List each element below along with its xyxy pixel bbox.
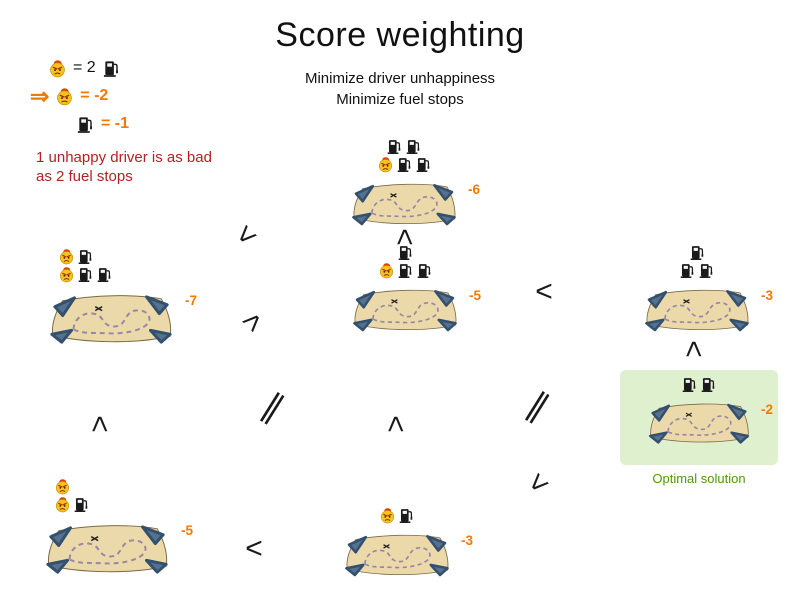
solution-icons [642, 376, 756, 393]
note-line-1: 1 unhappy driver is as bad [36, 149, 212, 166]
optimal-solution-box: -2 [620, 370, 778, 465]
fuel-icon [102, 59, 121, 78]
comparison-operator: < [234, 303, 271, 340]
comparison-operator: < [520, 465, 557, 502]
solution-icons [346, 244, 464, 279]
fuel-icon [73, 496, 90, 513]
fuel-icon [689, 244, 706, 261]
legend-row-fuel-weight: = -1 [76, 110, 212, 138]
solution-middle-right: -3 [638, 244, 773, 334]
solution-icons [338, 507, 456, 524]
fuel-icon [698, 262, 715, 279]
solution-score: -5 [469, 288, 482, 304]
fuel-icon [386, 138, 403, 155]
legend-note: 1 unhappy driver is as bad as 2 fuel sto… [36, 148, 212, 186]
page-title: Score weighting [275, 16, 525, 54]
goal-line-2: Minimize fuel stops [336, 91, 464, 108]
route-map [345, 176, 463, 228]
goal-line-1: Minimize driver unhappiness [304, 70, 496, 87]
comparison-operator: < [388, 228, 421, 246]
solution-optimal: -2 [642, 376, 773, 446]
legend-row-rate: = 2 [48, 54, 212, 82]
arrow-icon: ⇒ [30, 82, 50, 109]
solution-bottom-left: -5 [38, 478, 193, 577]
driver-icon [58, 248, 75, 265]
solution-icons [42, 248, 180, 283]
driver-icon [378, 262, 395, 279]
comparison-operator: < [535, 275, 553, 308]
driver-icon [54, 496, 71, 513]
fuel-icon [77, 248, 94, 265]
fuel-icon [681, 376, 698, 393]
fuel-icon [415, 156, 432, 173]
comparison-operator: < [228, 217, 265, 254]
comparison-operator: < [677, 340, 710, 358]
legend-row-driver-weight: ⇒ = -2 [30, 82, 212, 110]
fuel-icon [396, 156, 413, 173]
route-map [42, 286, 180, 347]
solution-middle-left: -7 [42, 248, 197, 347]
route-map [346, 282, 464, 334]
comparison-operator: < [379, 415, 412, 433]
solution-icons [38, 478, 176, 513]
fuel-icon [405, 138, 422, 155]
driver-icon [55, 87, 74, 106]
route-map [338, 527, 456, 579]
comparison-operator: < [83, 415, 116, 433]
fuel-icon [96, 266, 113, 283]
route-map [642, 396, 756, 446]
legend-fuel-weight: = -1 [101, 115, 130, 132]
fuel-icon [398, 507, 415, 524]
fuel-icon [397, 244, 414, 261]
driver-icon [377, 156, 394, 173]
legend-driver-rate: = 2 [73, 59, 96, 76]
solution-bottom-center: -3 [338, 507, 473, 579]
fuel-icon [77, 266, 94, 283]
legend-driver-weight: = -2 [80, 87, 109, 104]
incomparable-operator: ∥ [255, 386, 291, 428]
solution-score: -5 [181, 523, 194, 539]
solution-top-center: -6 [345, 138, 480, 228]
solution-score: -6 [468, 182, 481, 198]
solution-score: -3 [461, 533, 474, 549]
route-map [38, 516, 176, 577]
legend: = 2 ⇒ = -2 = -1 1 unhappy driver is as b… [30, 54, 212, 186]
incomparable-operator: ∥ [520, 385, 556, 427]
solution-score: -2 [761, 402, 774, 418]
optimal-solution-label: Optimal solution [652, 471, 746, 486]
driver-icon [379, 507, 396, 524]
fuel-icon [397, 262, 414, 279]
fuel-icon [76, 115, 95, 134]
solution-middle-center: -5 [346, 244, 481, 334]
solution-score: -3 [761, 288, 774, 304]
solution-icons [345, 138, 463, 173]
fuel-icon [679, 262, 696, 279]
note-line-2: as 2 fuel stops [36, 168, 133, 185]
route-map [638, 282, 756, 334]
driver-icon [58, 266, 75, 283]
solution-icons [638, 244, 756, 279]
driver-icon [54, 478, 71, 495]
goals: Minimize driver unhappiness Minimize fue… [0, 68, 800, 110]
solution-score: -7 [185, 293, 198, 309]
comparison-operator: < [245, 532, 263, 565]
fuel-icon [416, 262, 433, 279]
fuel-icon [700, 376, 717, 393]
driver-icon [48, 59, 67, 78]
